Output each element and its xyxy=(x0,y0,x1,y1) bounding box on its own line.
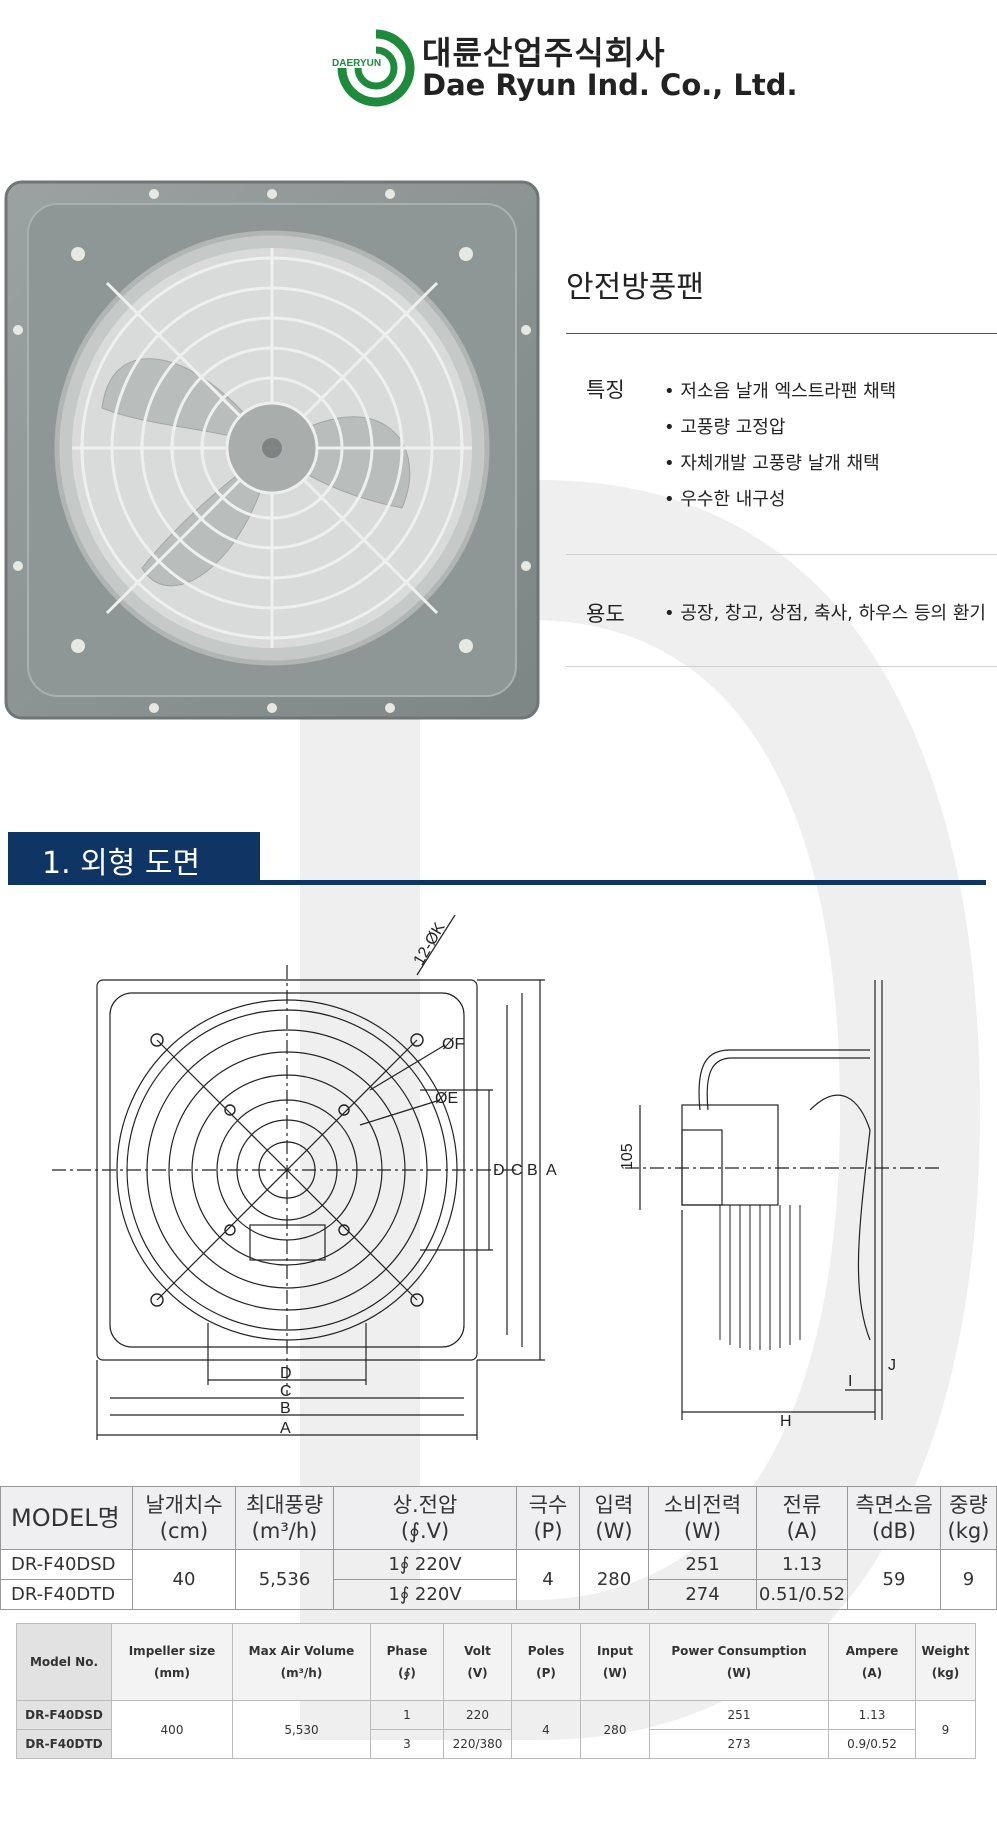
col-header: 최대풍량(m³/h) xyxy=(235,1486,334,1550)
dim-label-j: J xyxy=(888,1357,896,1374)
cell-poles: 4 xyxy=(516,1549,580,1610)
dim-label-c: C xyxy=(280,1383,292,1400)
section-title: 1. 외형 도면 xyxy=(42,846,201,881)
col-header-model: MODEL명 xyxy=(0,1486,133,1550)
col-header: 소비전력(W) xyxy=(648,1486,757,1550)
cell-input: 280 xyxy=(580,1700,650,1759)
company-name-ko: 대륜산업주식회사 xyxy=(422,34,666,72)
cell-size: 400 xyxy=(111,1700,233,1759)
dim-label-a-v: A xyxy=(546,1162,557,1179)
spec-table-ko: MODEL명 날개치수(cm) 최대풍량(m³/h) 상.전압(∮.V) 극수(… xyxy=(0,1486,997,1610)
col-header: Weight(kg) xyxy=(915,1623,976,1701)
dim-label-a: A xyxy=(280,1420,291,1437)
col-header: Poles(P) xyxy=(511,1623,581,1701)
spec-table-en: Model No. Impeller size(mm) Max Air Volu… xyxy=(16,1623,976,1759)
dim-label-i: I xyxy=(848,1373,852,1390)
table-header-row: Model No. Impeller size(mm) Max Air Volu… xyxy=(16,1623,976,1701)
cell-power: 251 xyxy=(649,1700,829,1730)
features-label: 특징 xyxy=(586,378,625,402)
cell-power: 251 xyxy=(648,1549,757,1580)
features-list: • 저소음 날개 엑스트라팬 채택 • 고풍량 고정압 • 자체개발 고풍량 날… xyxy=(664,374,896,518)
dim-label-e: ØE xyxy=(435,1090,458,1107)
cell-ampere: 0.9/0.52 xyxy=(828,1729,916,1759)
logo-wordmark: DAERYUN xyxy=(332,58,381,69)
cell-volt: 220/380 xyxy=(443,1729,512,1759)
company-name-en: Dae Ryun Ind. Co., Ltd. xyxy=(422,68,798,102)
col-header: 전류(A) xyxy=(756,1486,848,1550)
divider xyxy=(566,554,997,555)
dim-label-d-v: D xyxy=(493,1162,505,1179)
col-header: 중량(kg) xyxy=(940,1486,997,1550)
col-header: 입력(W) xyxy=(579,1486,649,1550)
col-header: Max Air Volume(m³/h) xyxy=(232,1623,371,1701)
cell-phase: 1 xyxy=(370,1700,444,1730)
table-header-row: MODEL명 날개치수(cm) 최대풍량(m³/h) 상.전압(∮.V) 극수(… xyxy=(0,1486,997,1550)
dim-label-h: H xyxy=(780,1413,792,1430)
col-header: Ampere(A) xyxy=(828,1623,916,1701)
feature-item: • 자체개발 고풍량 날개 채택 xyxy=(664,453,880,474)
cell-model: DR-F40DSD xyxy=(0,1549,133,1580)
cell-power: 274 xyxy=(648,1579,757,1610)
table-row: DR-F40DTD 1∮ 220V 274 0.51/0.52 xyxy=(0,1579,997,1610)
dim-label-f: ØF xyxy=(442,1036,464,1053)
dim-label-k: 12-ØK xyxy=(411,919,449,968)
cell-poles: 4 xyxy=(511,1700,581,1759)
cell-weight: 9 xyxy=(915,1700,976,1759)
col-header: Phase(∮) xyxy=(370,1623,444,1701)
dim-label-b: B xyxy=(280,1400,291,1417)
cell-ampere: 1.13 xyxy=(756,1549,848,1580)
cell-air: 5,536 xyxy=(235,1549,334,1610)
cell-phase: 1∮ 220V xyxy=(333,1579,517,1610)
table-row: DR-F40DSD 400 5,530 1 220 4 280 251 1.13… xyxy=(16,1700,976,1759)
side-view-drawing: 105 H I J xyxy=(620,980,940,1430)
col-header: 극수(P) xyxy=(516,1486,580,1550)
cell-phase: 3 xyxy=(370,1729,444,1759)
daeryun-logo-mark: DAERYUN xyxy=(332,29,415,107)
col-header: 상.전압(∮.V) xyxy=(333,1486,517,1550)
product-photo-fan xyxy=(4,180,540,720)
cell-size: 40 xyxy=(132,1549,236,1610)
cell-ampere: 1.13 xyxy=(828,1700,916,1730)
table-row: DR-F40DTD 3 220/380 273 0.9/0.52 xyxy=(16,1729,976,1759)
cell-model: DR-F40DTD xyxy=(16,1729,112,1759)
cell-noise: 59 xyxy=(847,1549,941,1610)
divider xyxy=(566,666,997,667)
dim-label-105: 105 xyxy=(620,1143,636,1170)
cell-model: DR-F40DTD xyxy=(0,1579,133,1610)
col-header: Input(W) xyxy=(580,1623,650,1701)
section-header-box xyxy=(8,832,260,884)
dim-label-b-v: B xyxy=(527,1162,538,1179)
feature-item: • 우수한 내구성 xyxy=(664,489,786,510)
cell-air: 5,530 xyxy=(232,1700,371,1759)
cell-input: 280 xyxy=(579,1549,649,1610)
cell-model: DR-F40DSD xyxy=(16,1700,112,1730)
product-name: 안전방풍팬 xyxy=(566,270,704,305)
col-header: Volt(V) xyxy=(443,1623,512,1701)
use-label: 용도 xyxy=(586,602,625,626)
cell-weight: 9 xyxy=(940,1549,997,1610)
watermark-logo xyxy=(300,480,980,1740)
cell-phase: 1∮ 220V xyxy=(333,1549,517,1580)
col-header: 날개치수(cm) xyxy=(132,1486,236,1550)
col-header: Impeller size(mm) xyxy=(111,1623,233,1701)
col-header: 측면소음(dB) xyxy=(847,1486,941,1550)
front-view-drawing: 12-ØK ØF ØE A B C D A B C D xyxy=(52,914,557,1440)
cell-ampere: 0.51/0.52 xyxy=(756,1579,848,1610)
feature-item: • 고풍량 고정압 xyxy=(664,417,786,438)
use-text: • 공장, 창고, 상점, 축사, 하우스 등의 환기 xyxy=(664,603,986,624)
cell-power: 273 xyxy=(649,1729,829,1759)
col-header-model: Model No. xyxy=(16,1623,112,1701)
divider xyxy=(566,333,997,334)
brand-logo: DAERYUN 대륜산업주식회사 Dae Ryun Ind. Co., Ltd. xyxy=(330,28,798,108)
table-row: DR-F40DSD 40 5,536 1∮ 220V 4 280 251 1.1… xyxy=(0,1549,997,1610)
section-underline xyxy=(8,880,986,885)
dim-label-c-v: C xyxy=(511,1162,523,1179)
col-header: Power Consumption(W) xyxy=(649,1623,829,1701)
cell-volt: 220 xyxy=(443,1700,512,1730)
feature-item: • 저소음 날개 엑스트라팬 채택 xyxy=(664,381,897,402)
dim-label-d: D xyxy=(280,1365,292,1382)
